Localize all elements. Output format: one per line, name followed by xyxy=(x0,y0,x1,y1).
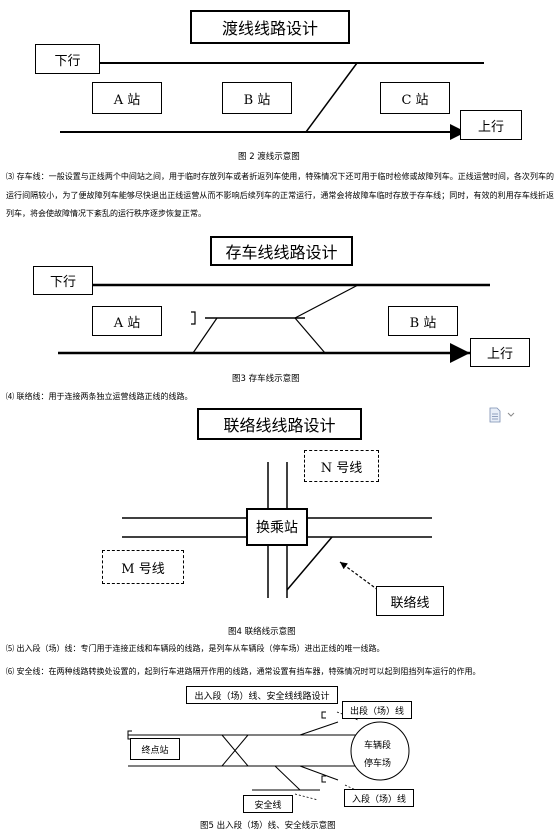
fig5-out-label: 出段（场）线 xyxy=(342,701,412,719)
fig5-stop-top xyxy=(321,711,326,719)
fig4-transfer-station: 换乘站 xyxy=(246,508,308,546)
fig3-caption: 图3 存车线示意图 xyxy=(232,374,300,384)
fig3-buffer-stop xyxy=(191,311,196,325)
fig4-title: 联络线线路设计 xyxy=(197,408,362,440)
fig4-link-line: 联络线 xyxy=(376,586,444,616)
para-depot-line: ⑸ 出入段（场）线：专门用于连接正线和车辆段的线路，是列车从车辆段（停车场）进出… xyxy=(6,644,385,653)
fig5-stop-bottom xyxy=(321,775,326,783)
fig3-down-label: 下行 xyxy=(33,266,93,295)
document-icon[interactable] xyxy=(488,407,516,423)
fig4-n-line: N 号线 xyxy=(304,450,379,482)
fig5-cross-2 xyxy=(221,734,249,767)
fig3-station-a: A 站 xyxy=(92,306,162,336)
para-safety-line: ⑹ 安全线：在两种线路转换处设置的，起到行车进路隔开作用的线路，通常设置有挡车器… xyxy=(6,667,481,676)
fig3-diag-right-up xyxy=(294,284,359,319)
fig5-terminal: 终点站 xyxy=(130,738,180,760)
fig4-caption: 图4 联络线示意图 xyxy=(228,627,296,637)
fig2-title: 渡线线路设计 xyxy=(190,10,350,44)
fig2-crossover xyxy=(305,62,358,133)
fig5-depot-circle xyxy=(350,721,410,781)
fig3-diag-right-low xyxy=(294,317,326,354)
fig2-station-b: B 站 xyxy=(222,82,292,114)
fig2-caption: 图 2 渡线示意图 xyxy=(238,152,300,162)
fig5-title: 出入段（场）线、安全线线路设计 xyxy=(186,686,338,704)
fig5-safety-label: 安全线 xyxy=(243,795,293,813)
fig2-station-c: C 站 xyxy=(380,82,450,114)
fig5-safety-link xyxy=(274,765,301,791)
fig3-station-b: B 站 xyxy=(388,306,458,336)
fig5-in-label: 入段（场）线 xyxy=(344,789,414,807)
para-storage-line: ⑶ 存车线：一般设置与正线两个中间站之间，用于临时存放列车或者折返列车使用，特殊… xyxy=(6,172,554,219)
fig5-caption: 图5 出入段（场）线、安全线示意图 xyxy=(200,821,336,831)
fig5-depot-2: 停车场 xyxy=(364,759,392,769)
fig4-link-curve xyxy=(286,536,333,591)
fig2-station-a: A 站 xyxy=(92,82,162,114)
fig2-down-label: 下行 xyxy=(35,44,100,74)
fig3-up-label: 上行 xyxy=(470,338,530,367)
fig5-depot-1: 车辆段 xyxy=(364,741,392,751)
fig4-m-line: M 号线 xyxy=(102,550,184,584)
fig5-out-branch xyxy=(299,721,339,736)
fig3-title: 存车线线路设计 xyxy=(210,236,353,266)
fig2-up-label: 上行 xyxy=(460,110,522,140)
fig5-in-branch xyxy=(299,765,339,781)
para-link-line: ⑷ 联络线：用于连接两条独立运营线路正线的线路。 xyxy=(6,392,193,401)
fig4-link-arrow xyxy=(339,561,379,591)
fig3-diag-left xyxy=(192,317,218,354)
fig5-safety-leader xyxy=(294,793,319,801)
